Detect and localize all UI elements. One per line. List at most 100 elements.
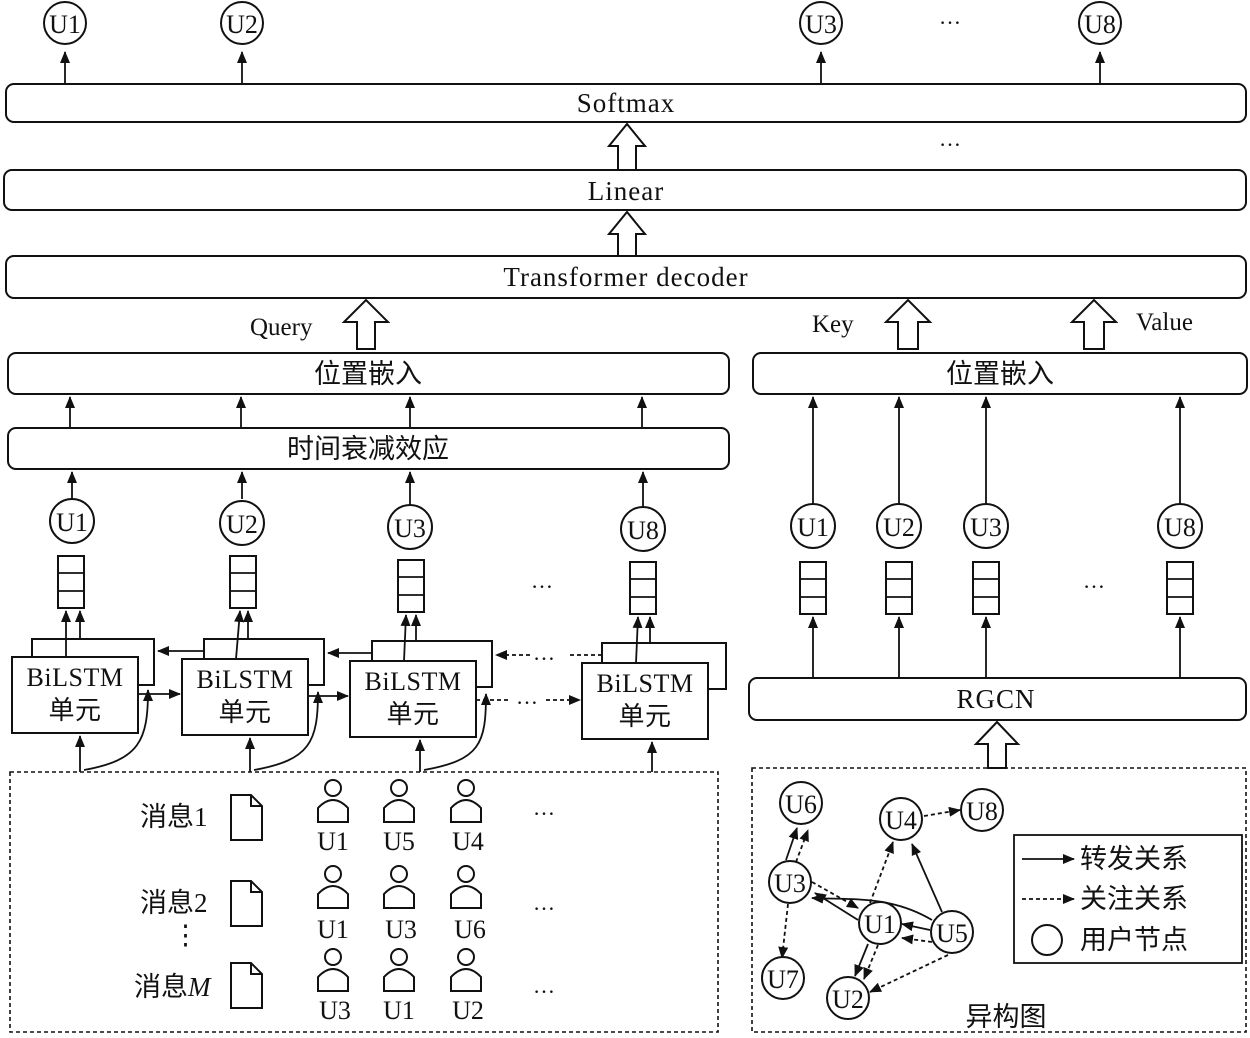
message-2-label: 消息2 xyxy=(140,888,208,918)
graph-node-u5: U5 xyxy=(930,910,974,954)
graph-node-u2: U2 xyxy=(826,976,870,1020)
graph-node-u6: U6 xyxy=(779,781,823,825)
bilstm-cell-2-line2: 单元 xyxy=(218,698,271,727)
left-user-u1-label: U1 xyxy=(56,508,88,537)
top-output-ellipsis: … xyxy=(939,4,963,29)
right-user-u8-label: U8 xyxy=(1164,513,1196,542)
query-hollow-arrow xyxy=(341,298,391,350)
message-2-ellipsis: … xyxy=(533,890,557,915)
left-user-u8-label: U8 xyxy=(627,516,659,545)
left-vector-4 xyxy=(629,561,657,615)
message-2-document-icon xyxy=(230,880,263,927)
top-output-u2-label: U2 xyxy=(226,10,258,39)
graph-node-u4-label: U4 xyxy=(885,806,917,835)
bilstm-cell-3: BiLSTM 单元 xyxy=(349,640,493,738)
left-position-embedding: 位置嵌入 xyxy=(7,352,730,395)
message-1-user-1: U1 xyxy=(317,827,349,856)
legend-node-circle-icon xyxy=(1031,924,1063,956)
edge-u5-u2-follow xyxy=(869,954,949,993)
transformer-decoder-layer: Transformer decoder xyxy=(5,255,1247,299)
right-user-u2-label: U2 xyxy=(883,513,915,542)
right-position-embedding: 位置嵌入 xyxy=(752,352,1248,395)
bilstm-cell-2: BiLSTM 单元 xyxy=(181,638,325,736)
right-position-embedding-label: 位置嵌入 xyxy=(946,359,1054,389)
right-vector-ellipsis: … xyxy=(1083,568,1107,593)
right-user-u3: U3 xyxy=(963,503,1009,549)
bilstm-cell-4-line1: BiLSTM xyxy=(597,669,694,698)
top-output-u8-label: U8 xyxy=(1084,10,1116,39)
graph-node-u8-label: U8 xyxy=(966,797,998,826)
transformer-decoder-label: Transformer decoder xyxy=(503,262,748,292)
left-vector-3 xyxy=(397,559,425,613)
message-m-ellipsis: … xyxy=(533,973,557,998)
bilstm-cell-3-line2: 单元 xyxy=(386,700,439,729)
graph-node-u6-label: U6 xyxy=(785,790,817,819)
left-vector-1 xyxy=(57,555,85,609)
legend-user-node-label: 用户节点 xyxy=(1080,925,1188,955)
arrow-decoder-to-linear xyxy=(606,210,648,257)
graph-nodes: U6 U4 U8 U3 U1 U5 U7 U2 xyxy=(761,781,1004,1020)
right-user-u2: U2 xyxy=(876,503,922,549)
edge-u5-u4-forward xyxy=(911,843,943,913)
graph-node-u3-label: U3 xyxy=(774,869,806,898)
bilstm-to-vector-arrows xyxy=(61,610,655,664)
message-1-user-3: U4 xyxy=(452,827,484,856)
user-person-icon xyxy=(317,779,349,823)
arrow-graph-to-rgcn xyxy=(973,720,1021,769)
edge-u3-u6-forward xyxy=(785,827,799,861)
message-1-document-icon xyxy=(230,794,263,841)
edge-u1-u2-forward xyxy=(854,943,869,977)
top-output-u8: U8 xyxy=(1078,1,1122,45)
edge-u3-u7-follow xyxy=(778,903,789,959)
graph-node-u7-label: U7 xyxy=(767,965,799,994)
graph-legend: 转发关系 关注关系 用户节点 xyxy=(1013,834,1243,964)
edge-u5-u1-forward xyxy=(901,921,931,932)
bilstm-cell-4-line2: 单元 xyxy=(618,702,671,731)
message-m-user-2: U1 xyxy=(383,996,415,1025)
graph-node-u1-label: U1 xyxy=(864,910,896,939)
top-output-nodes: U1 U2 U3 … U8 xyxy=(43,1,1122,84)
value-label: Value xyxy=(1136,309,1193,336)
linear-layer: Linear xyxy=(3,169,1247,211)
graph-node-u2-label: U2 xyxy=(832,985,864,1014)
value-hollow-arrow xyxy=(1069,298,1119,350)
left-user-u1: U1 xyxy=(49,498,95,544)
message-region xyxy=(9,771,719,1033)
edge-u5-u3-forward xyxy=(811,893,933,921)
right-user-u1-label: U1 xyxy=(797,513,829,542)
message-row-2: 消息2 xyxy=(140,880,263,927)
right-user-u1: U1 xyxy=(790,503,836,549)
rgcn-label: RGCN xyxy=(956,684,1035,714)
bilstm-bottom-ellipsis: … xyxy=(516,684,540,709)
user-person-icon xyxy=(450,779,482,823)
left-user-u2-label: U2 xyxy=(226,510,258,539)
graph-node-u8: U8 xyxy=(960,788,1004,832)
bilstm-cell-1-line2: 单元 xyxy=(48,696,101,725)
message-1-ellipsis: … xyxy=(533,795,557,820)
graph-node-u4: U4 xyxy=(879,797,923,841)
message-1-label: 消息1 xyxy=(140,802,208,832)
message-m-user-1: U3 xyxy=(319,996,351,1025)
input-to-bilstm-arrows xyxy=(75,689,657,772)
message-1-user-2: U5 xyxy=(383,827,415,856)
message-m-label: 消息M xyxy=(134,972,212,1002)
bilstm-cell-1-line1: BiLSTM xyxy=(27,663,124,692)
key-label: Key xyxy=(812,311,854,338)
heterogeneous-graph-title: 异构图 xyxy=(966,1002,1047,1032)
softmax-layer: Softmax xyxy=(5,83,1247,123)
graph-node-u1: U1 xyxy=(858,901,902,945)
edge-u5-u1-follow xyxy=(901,934,933,945)
legend-follow-label: 关注关系 xyxy=(1080,884,1188,914)
graph-node-u3: U3 xyxy=(768,860,812,904)
left-user-u2: U2 xyxy=(219,500,265,546)
message-m-user-3: U2 xyxy=(452,996,484,1025)
edge-u3-u6-follow xyxy=(795,829,809,863)
right-user-u3-label: U3 xyxy=(970,513,1002,542)
arrow-linear-to-softmax xyxy=(606,122,648,171)
left-user-u8: U8 xyxy=(620,506,666,552)
softmax-linear-ellipsis: … xyxy=(939,126,963,151)
top-output-u3-label: U3 xyxy=(805,10,837,39)
bilstm-cell-3-line1: BiLSTM xyxy=(365,667,462,696)
edge-u4-u8-follow xyxy=(923,806,961,817)
linear-label: Linear xyxy=(588,176,664,206)
